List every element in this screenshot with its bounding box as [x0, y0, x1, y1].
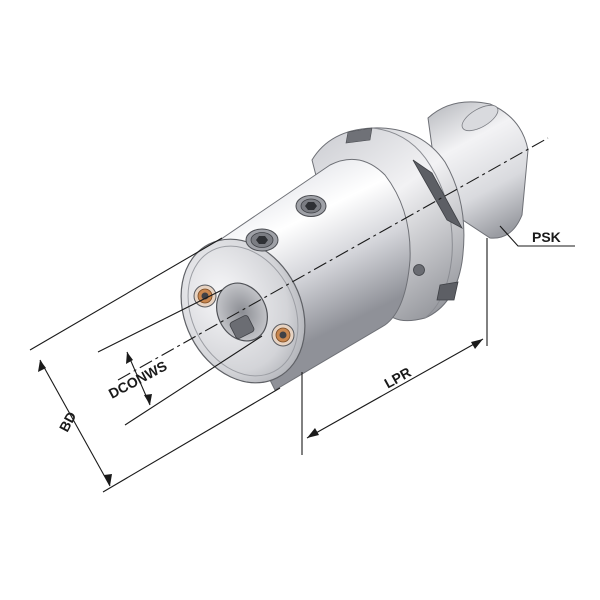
- face-screw-upper: [193, 284, 217, 308]
- flange-notch: [345, 127, 373, 144]
- center-axis: [117, 137, 549, 381]
- psk-leader: [499, 225, 575, 247]
- dimension-lines: [29, 137, 575, 493]
- lpr-arrow-front: [307, 428, 319, 438]
- tool-holder-body: [180, 101, 529, 391]
- psk-label: PSK: [532, 229, 561, 245]
- dconws-label: DCONWS: [106, 358, 170, 402]
- bd-extension-top: [29, 237, 223, 351]
- bd-label: BD: [56, 409, 80, 434]
- dconws-extension-top: [97, 289, 223, 353]
- flange-slot-upper: [412, 159, 463, 229]
- bd-extension-bottom: [102, 387, 281, 493]
- lpr-dimension-line: [306, 338, 484, 439]
- bd-arrow-top: [38, 360, 46, 372]
- bore-keyway: [229, 315, 255, 339]
- bore: [216, 282, 268, 342]
- side-screw-front: [245, 228, 279, 252]
- flange-hole: [413, 264, 425, 276]
- dconws-extension-bottom: [124, 335, 263, 426]
- shank-end-face: [461, 104, 499, 132]
- flange-slot-lower: [436, 281, 459, 301]
- lpr-arrow-rear: [471, 339, 483, 349]
- side-screw-rear: [295, 195, 327, 217]
- dconws-arrow-bottom: [144, 394, 152, 405]
- front-face-chamfer: [187, 245, 299, 377]
- face-screw-lower: [271, 323, 295, 347]
- bd-arrow-bottom: [104, 474, 112, 486]
- bd-dimension-line: [39, 359, 111, 487]
- dconws-arrow-top: [126, 352, 133, 364]
